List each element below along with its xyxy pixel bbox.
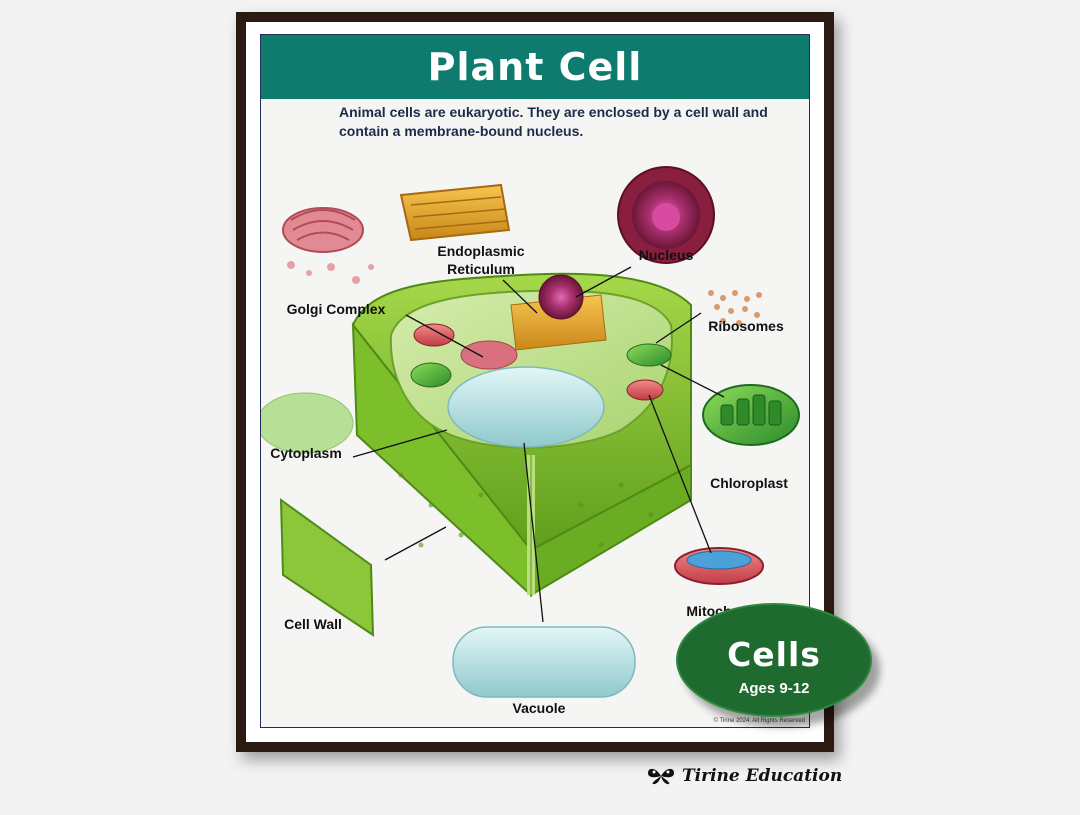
er-illustration xyxy=(399,183,511,242)
vacuole-illustration xyxy=(452,626,636,698)
golgi-in-cell xyxy=(460,340,518,370)
poster-intro: Animal cells are eukaryotic. They are en… xyxy=(339,104,768,139)
brand-name: Tirine Education xyxy=(682,766,843,786)
mitochondrion-in-cell-2 xyxy=(626,379,664,401)
label-nucleus: Nucleus xyxy=(638,247,694,263)
label-er-line2: Reticulum xyxy=(447,261,515,277)
ribosomes-illustration xyxy=(708,290,762,326)
badge-title: Cells xyxy=(727,635,821,674)
brand-signature: Tirine Education xyxy=(646,766,842,786)
poster: Plant Cell Animal cells are eukaryotic. … xyxy=(260,34,810,728)
cells-badge: Cells Ages 9-12 xyxy=(676,603,872,717)
butterfly-icon xyxy=(648,768,674,785)
frame-mat: Plant Cell Animal cells are eukaryotic. … xyxy=(246,22,824,742)
mitochondrion-illustration xyxy=(674,547,764,585)
mitochondrion-in-cell xyxy=(413,323,455,347)
chloroplast-in-cell xyxy=(410,362,452,388)
label-er-line1: Endoplasmic xyxy=(437,243,525,259)
golgi-complex-illustration xyxy=(282,207,374,284)
nucleus-illustration xyxy=(617,166,715,264)
leader-lines xyxy=(352,266,725,623)
cell-diagram xyxy=(261,166,800,698)
chloroplast-illustration xyxy=(702,384,800,446)
cytoplasm-illustration xyxy=(261,392,354,454)
nucleus-in-cell xyxy=(538,274,584,320)
vacuole-in-cell xyxy=(447,366,605,448)
picture-frame: Plant Cell Animal cells are eukaryotic. … xyxy=(236,12,834,752)
label-cytoplasm: Cytoplasm xyxy=(270,445,342,461)
poster-title: Plant Cell xyxy=(427,45,643,89)
copyright-notice: © Tirine 2024. All Rights Reserved xyxy=(713,718,805,724)
label-chloroplast: Chloroplast xyxy=(710,475,788,491)
label-cell-wall: Cell Wall xyxy=(284,616,342,632)
label-ribosomes: Ribosomes xyxy=(708,318,784,334)
title-bar: Plant Cell xyxy=(261,35,809,99)
label-golgi-complex: Golgi Complex xyxy=(286,301,386,317)
chloroplast-in-cell-2 xyxy=(626,343,672,367)
cell-wall-illustration xyxy=(279,498,375,637)
badge-subtitle: Ages 9-12 xyxy=(738,680,810,697)
label-vacuole: Vacuole xyxy=(512,700,566,716)
